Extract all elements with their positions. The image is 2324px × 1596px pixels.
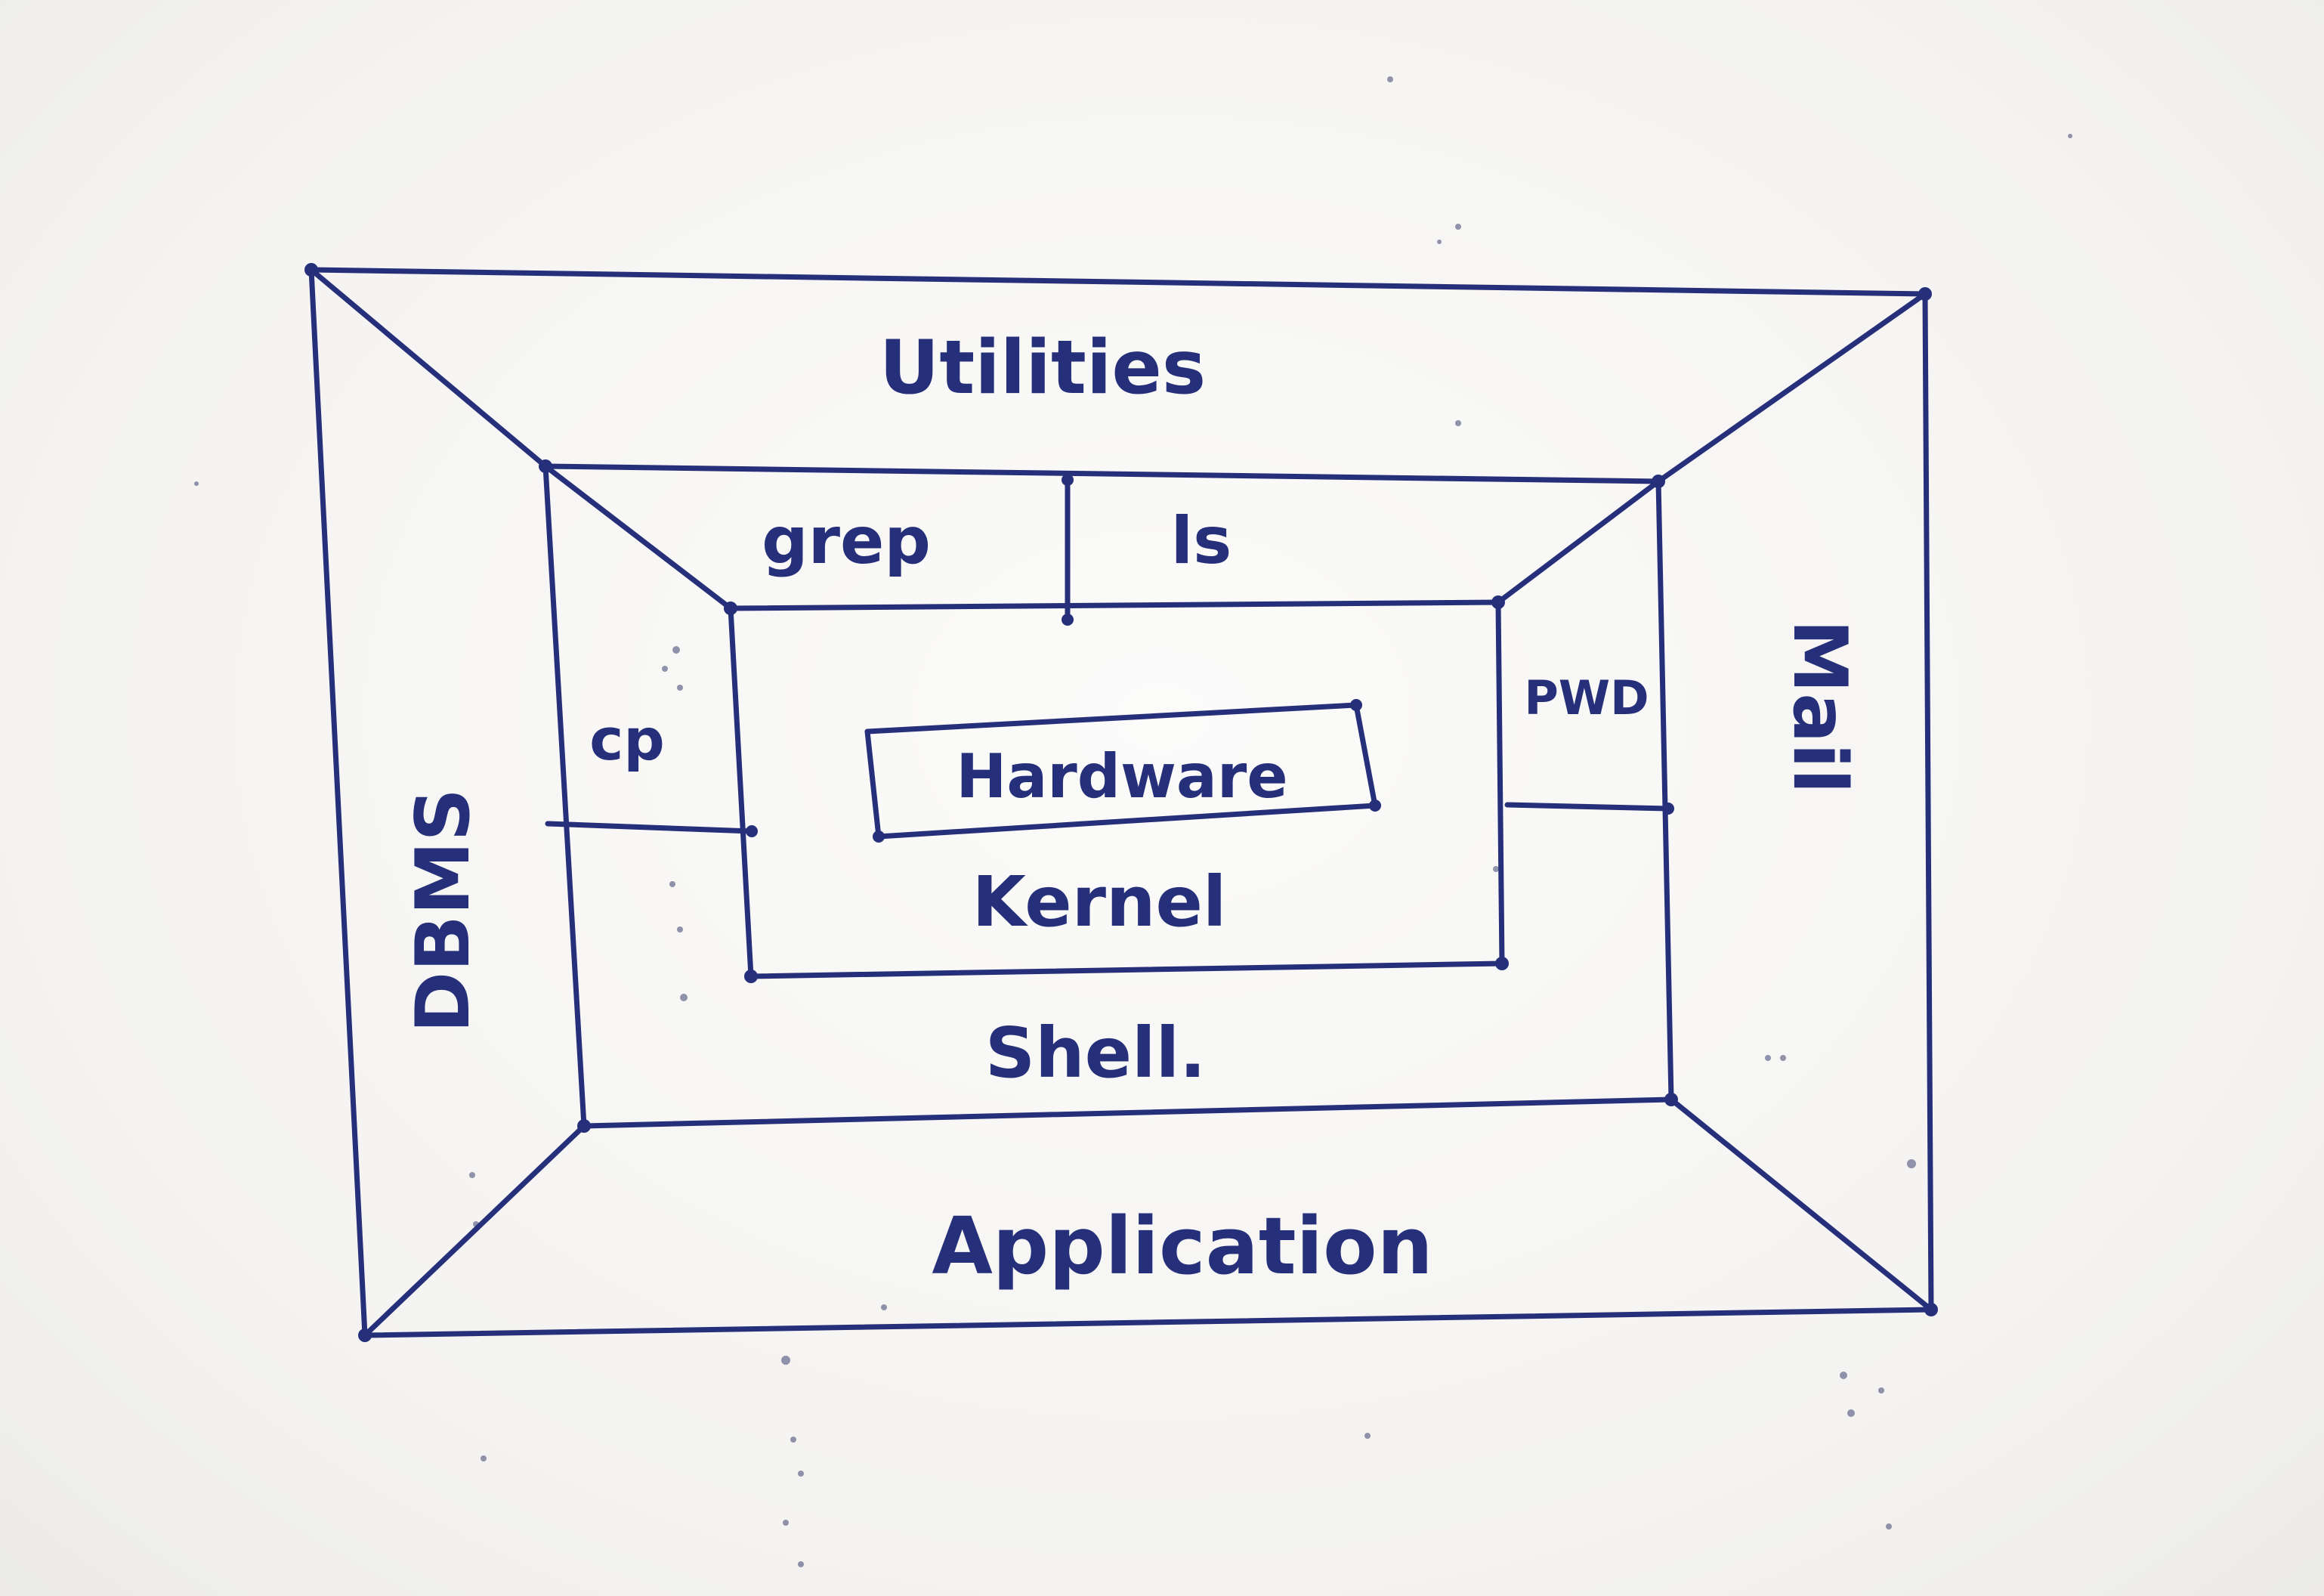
label-hardware: Hardware [956, 741, 1287, 812]
label-application: Application [932, 1200, 1432, 1292]
label-dbms: DBMS [400, 788, 487, 1033]
label-utilities: Utilities [879, 325, 1206, 411]
corner-line-bottom-left [362, 1123, 587, 1338]
label-mail: Mail [1776, 620, 1862, 794]
corner-line-top-left [308, 267, 734, 611]
divider-pwd [1504, 802, 1671, 812]
label-grep: grep [762, 503, 931, 579]
vertex-dots [304, 263, 1938, 1342]
label-kernel: Kernel [972, 861, 1227, 942]
label-shell: Shell. [985, 1013, 1206, 1093]
label-ls: ls [1171, 503, 1232, 579]
paper-specks [194, 76, 2072, 1567]
label-cp: cp [589, 706, 664, 773]
corner-line-bottom-right [1668, 1096, 1934, 1313]
divider-cp [545, 821, 755, 834]
corner-line-top-right [1495, 291, 1928, 605]
label-pwd: PWD [1524, 670, 1649, 725]
